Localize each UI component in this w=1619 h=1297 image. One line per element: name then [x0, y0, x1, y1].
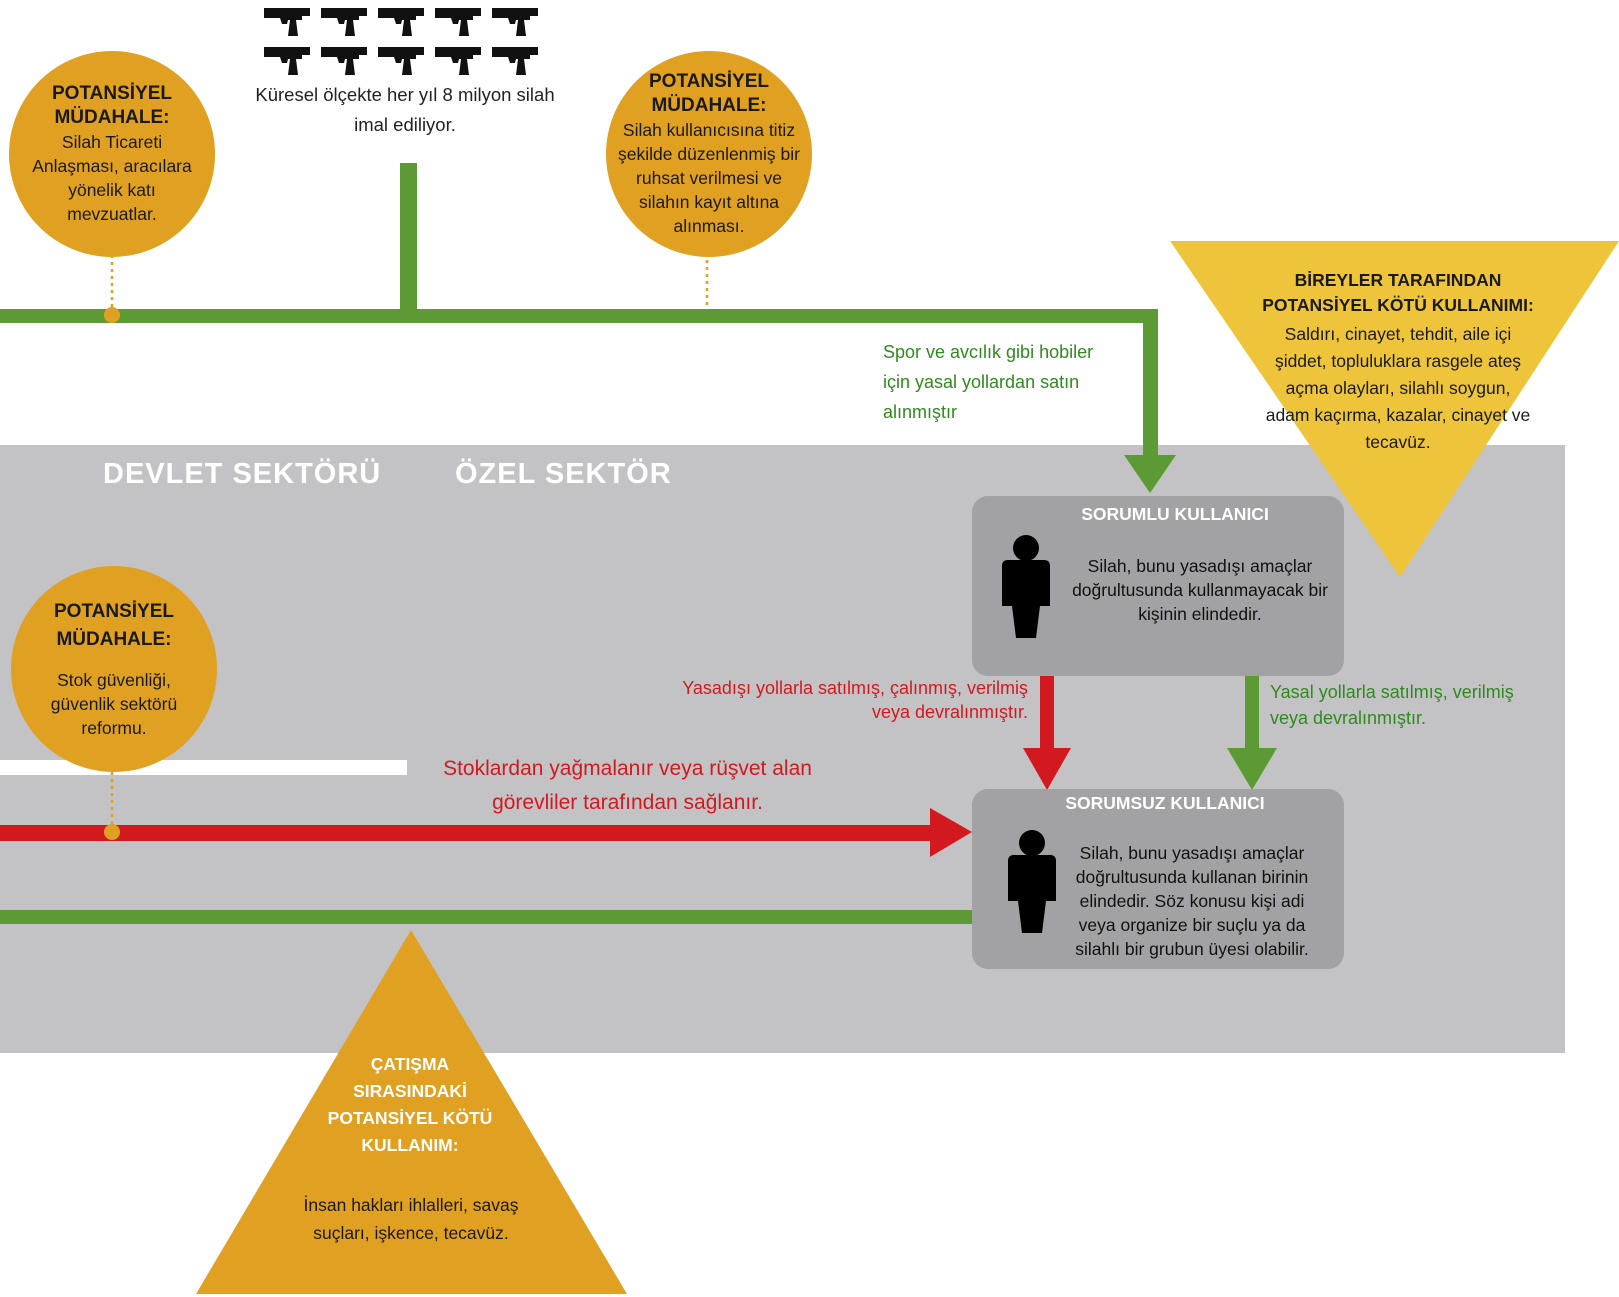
responsible-user-title: SORUMLU KULLANICI	[1081, 504, 1269, 524]
illegal-transfer-text: Yasadışı yollarla satılmış, çalınmış, ve…	[682, 678, 1028, 722]
responsible-user-box: SORUMLU KULLANICI Silah, bunu yasadışı a…	[972, 496, 1344, 676]
left-intervention-dot	[104, 307, 120, 323]
individual-misuse-triangle	[1170, 241, 1619, 577]
irresponsible-user-title: SORUMSUZ KULLANICI	[1065, 793, 1265, 813]
legal-hobby-arrow	[1124, 455, 1176, 493]
legal-transfer-text: Yasal yollarla satılmış, verilmiş veya d…	[1270, 682, 1514, 728]
responsible-user-text: Silah, bunu yasadışı amaçlar doğrultusun…	[1072, 556, 1328, 624]
legal-transfer-arrow	[1227, 748, 1277, 790]
intervention-mid-title: POTANSİYEL MÜDAHALE:	[649, 71, 769, 116]
state-line	[0, 910, 972, 924]
gun-icons	[264, 8, 538, 75]
intervention-stock-title: POTANSİYEL MÜDAHALE:	[54, 601, 174, 650]
gun-icon	[435, 47, 481, 75]
production-line	[0, 309, 1152, 323]
private-sector-label: ÖZEL SEKTÖR	[455, 458, 672, 490]
illegal-transfer-line	[1040, 676, 1054, 752]
illegal-transfer-arrow	[1023, 748, 1071, 790]
irresponsible-user-text: Silah, bunu yasadışı amaçlar doğrultusun…	[1075, 843, 1309, 959]
gun-icon	[378, 47, 424, 75]
intervention-mid-text: Silah kullanıcısına titiz şekilde düzenl…	[618, 120, 800, 236]
individual-misuse-block: BİREYLER TARAFINDAN POTANSİYEL KÖTÜ KULL…	[1228, 268, 1568, 456]
intervention-left-title: POTANSİYEL MÜDAHALE:	[52, 83, 172, 128]
person-icon	[1008, 830, 1056, 933]
person-icon	[1002, 535, 1050, 638]
conflict-misuse-triangle	[196, 930, 627, 1294]
intervention-stock-text: Stok güvenliği, güvenlik sektörü reformu…	[50, 670, 178, 738]
individual-misuse-text: Saldırı, cinayet, tehdit, aile içi şidde…	[1265, 324, 1531, 452]
gun-icon	[492, 8, 538, 36]
gun-icon	[321, 47, 367, 75]
conflict-misuse-block: ÇATIŞMA SIRASINDAKİ POTANSİYEL KÖTÜ KULL…	[320, 1051, 500, 1159]
gun-icon	[264, 47, 310, 75]
gun-icon	[435, 8, 481, 36]
stock-intervention-dot	[104, 824, 120, 840]
irresponsible-user-box: SORUMSUZ KULLANICI Silah, bunu yasadışı …	[972, 789, 1344, 969]
conflict-misuse-title: ÇATIŞMA SIRASINDAKİ POTANSİYEL KÖTÜ KULL…	[327, 1054, 493, 1155]
gun-icon	[264, 8, 310, 36]
gun-icon	[492, 47, 538, 75]
production-feed-line	[400, 163, 417, 313]
stock-leak-arrow	[930, 808, 972, 857]
gun-icon	[378, 8, 424, 36]
intervention-left-text: Silah Ticareti Anlaşması, aracılara yöne…	[32, 132, 192, 224]
conflict-misuse-text: İnsan hakları ihlalleri, savaş suçları, …	[303, 1195, 519, 1243]
intervention-left-circle: POTANSİYEL MÜDAHALE: Silah Ticareti Anla…	[9, 51, 215, 257]
stock-leak-line	[0, 825, 940, 841]
production-caption: Küresel ölçekte her yıl 8 milyon silah i…	[255, 84, 555, 135]
gun-icon	[321, 8, 367, 36]
legal-hobby-text: Spor ve avcılık gibi hobiler için yasal …	[883, 342, 1094, 422]
state-sector-label: DEVLET SEKTÖRÜ	[103, 458, 382, 490]
individual-misuse-title: BİREYLER TARAFINDAN POTANSİYEL KÖTÜ KULL…	[1262, 270, 1534, 315]
intervention-mid-circle: POTANSİYEL MÜDAHALE: Silah kullanıcısına…	[606, 51, 812, 257]
intervention-stock-circle: POTANSİYEL MÜDAHALE: Stok güvenliği, güv…	[11, 566, 217, 772]
stock-leak-text: Stoklardan yağmalanır veya rüşvet alan g…	[443, 757, 812, 814]
legal-transfer-line	[1245, 676, 1259, 752]
legal-hobby-line	[1143, 309, 1158, 459]
